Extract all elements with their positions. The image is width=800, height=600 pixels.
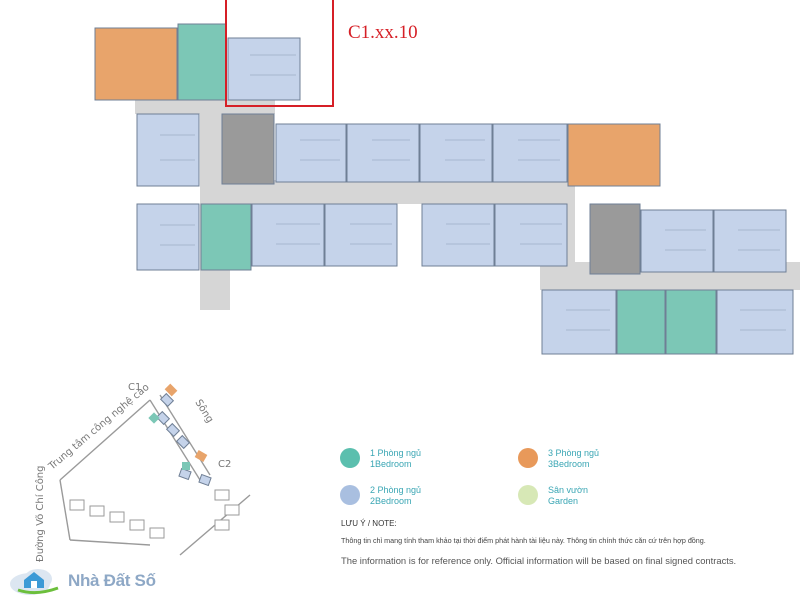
interior-walls (160, 54, 786, 331)
legend-swatch (518, 448, 538, 468)
bottom-right-row (541, 289, 794, 355)
unit-2br[interactable] (421, 203, 495, 267)
unit-2br[interactable] (494, 203, 568, 267)
legend-label-vi: 3 Phòng ngủ (548, 448, 600, 458)
house-cloud-icon (10, 569, 59, 595)
unit-label: C1.xx.10 (348, 22, 418, 43)
legend-swatch (340, 485, 360, 505)
unit-2br[interactable] (492, 123, 568, 183)
legend-swatch (518, 485, 538, 505)
legend-2-bedroom: 2 Phòng ngủ 2Bedroom (340, 485, 421, 507)
unit-2br[interactable] (275, 123, 347, 183)
unit-3br-top-left[interactable] (94, 27, 178, 101)
unit-c1-xx-10[interactable] (227, 37, 301, 101)
unit-2br[interactable] (713, 209, 787, 273)
core-c1-right (589, 203, 641, 275)
site-map: C1 C2 Sông Trung tâm công nghệ cao Đường… (34, 381, 251, 563)
legend-label-vi: 2 Phòng ngủ (370, 485, 422, 495)
legend-1-bedroom: 1 Phòng ngủ 1Bedroom (340, 448, 421, 470)
legend-label-en: 2Bedroom (370, 496, 412, 506)
right-upper-row (640, 209, 787, 273)
lower-middle-row (251, 203, 568, 267)
unit-2br[interactable] (541, 289, 617, 355)
note-heading: LƯU Ý / NOTE: (341, 519, 397, 528)
legend-swatch (340, 448, 360, 468)
upper-middle-row (275, 123, 661, 187)
unit-1br[interactable] (665, 289, 717, 355)
unit-2br[interactable] (419, 123, 493, 183)
legend-3-bedroom: 3 Phòng ngủ 3Bedroom (518, 448, 599, 470)
unit-2br[interactable] (716, 289, 794, 355)
note-english: The information is for reference only. O… (341, 555, 737, 566)
watermark: Nhà Đất Số (8, 566, 156, 596)
legend-label-en: Garden (548, 496, 579, 506)
unit-2br[interactable] (346, 123, 420, 183)
legend-label-vi: 1 Phòng ngủ (370, 448, 422, 458)
note-vietnamese: Thông tin chỉ mang tính tham khảo tại th… (341, 536, 706, 545)
unit-3br-upper-right[interactable] (567, 123, 661, 187)
unit-2br-left-lower[interactable] (136, 203, 200, 271)
unit-1br-top[interactable] (177, 23, 227, 101)
unit-1br[interactable] (616, 289, 666, 355)
block-c1-label: C1 (128, 382, 141, 393)
core-c1-left (221, 113, 275, 185)
legend-label-en: 1Bedroom (370, 459, 412, 469)
highlight-box (225, 0, 334, 107)
unit-2br[interactable] (251, 203, 325, 267)
legend-label-en: 3Bedroom (548, 459, 590, 469)
watermark-text: Nhà Đất Số (68, 571, 156, 590)
unit-2br[interactable] (324, 203, 398, 267)
road-river-label: Sông (192, 397, 216, 425)
road-tech-label: Trung tâm công nghệ cao (45, 381, 151, 473)
unit-2br[interactable] (640, 209, 714, 273)
unit-1br-left-lower[interactable] (200, 203, 252, 271)
road-street-label: Đường Võ Chí Công (34, 466, 46, 563)
block-c2-label: C2 (218, 459, 231, 470)
legend-garden: Sân vườn Garden (518, 485, 588, 507)
legend-label-vi: Sân vườn (548, 485, 588, 495)
unit-2br-left-upper[interactable] (136, 113, 200, 187)
